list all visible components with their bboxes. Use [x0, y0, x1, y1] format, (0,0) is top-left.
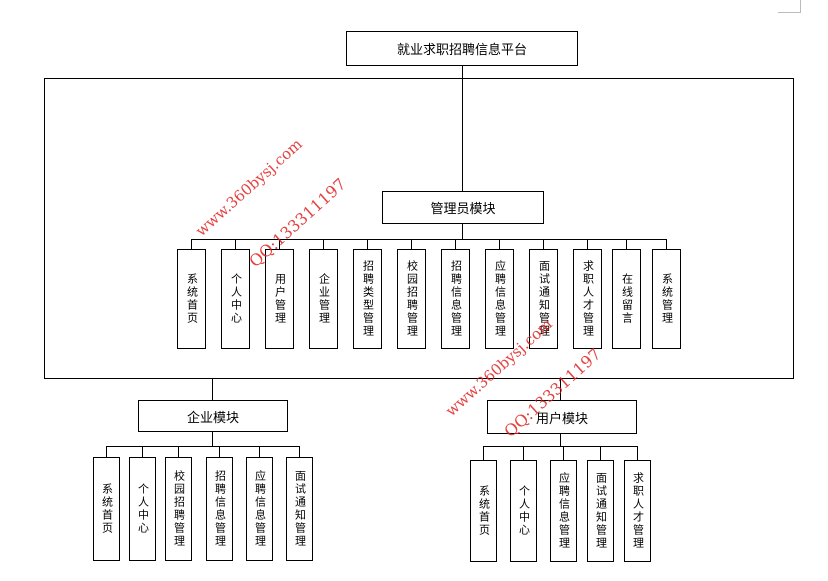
connector-admin-child [235, 239, 236, 249]
admin-child-label: 企业管理 [317, 273, 331, 325]
company-child-label: 系统首页 [100, 483, 114, 535]
company-child-node: 面试通知管理 [286, 457, 313, 561]
admin-child-label: 求职人才管理 [581, 260, 595, 338]
company-child-node: 应聘信息管理 [246, 457, 273, 561]
user-child-node: 求职人才管理 [624, 460, 651, 562]
admin-child-label: 招聘类型管理 [361, 260, 375, 338]
user-child-label: 求职人才管理 [631, 472, 645, 550]
user-child-label: 个人中心 [517, 485, 531, 537]
root-label: 就业求职招聘信息平台 [396, 43, 527, 58]
company-child-label: 校园招聘管理 [172, 470, 186, 548]
connector-user-child [483, 446, 484, 460]
user-child-node: 个人中心 [510, 460, 537, 562]
connector-admin-child [411, 239, 412, 249]
company-module-label: 企业模块 [186, 410, 239, 426]
company-module-node: 企业模块 [138, 400, 288, 432]
connector-admin-child [499, 239, 500, 249]
admin-child-label: 用户管理 [273, 273, 287, 325]
connector-admin-bus [191, 239, 667, 240]
root-node: 就业求职招聘信息平台 [346, 31, 578, 66]
company-child-node: 招聘信息管理 [206, 457, 233, 561]
connector-admin-child [587, 239, 588, 249]
admin-child-node: 面试通知管理 [529, 249, 558, 349]
company-child-label: 招聘信息管理 [213, 470, 227, 548]
company-child-label: 应聘信息管理 [253, 470, 267, 548]
admin-child-node: 校园招聘管理 [397, 249, 426, 349]
connector-company-down [212, 432, 213, 446]
connector-admin-child [279, 239, 280, 249]
connector-admin-child [323, 239, 324, 249]
user-child-node: 应聘信息管理 [550, 460, 577, 562]
company-child-node: 系统首页 [93, 457, 120, 561]
admin-child-label: 个人中心 [229, 273, 243, 325]
user-child-label: 系统首页 [477, 485, 491, 537]
admin-child-label: 招聘信息管理 [449, 260, 463, 338]
admin-child-node: 求职人才管理 [573, 249, 602, 349]
connector-company-child [299, 446, 300, 457]
connector-admin-child [367, 239, 368, 249]
connector-user-child [523, 446, 524, 460]
connector-user-child [637, 446, 638, 460]
admin-child-label: 在线留言 [620, 273, 634, 325]
company-child-label: 面试通知管理 [293, 470, 307, 548]
page-corner-horizontal [778, 12, 800, 13]
user-module-label: 用户模块 [535, 411, 588, 427]
admin-child-node: 在线留言 [612, 249, 641, 349]
admin-module-node: 管理员模块 [382, 191, 544, 224]
admin-child-node: 招聘类型管理 [353, 249, 382, 349]
connector-company-child [106, 446, 107, 457]
user-child-label: 应聘信息管理 [557, 472, 571, 550]
admin-child-label: 系统首页 [185, 273, 199, 325]
admin-child-label: 校园招聘管理 [405, 260, 419, 338]
admin-child-node: 系统管理 [652, 249, 681, 349]
connector-company-child [142, 446, 143, 457]
connector-admin-child [666, 239, 667, 249]
company-child-node: 个人中心 [129, 457, 156, 561]
admin-module-frame [44, 78, 794, 379]
connector-company-child [219, 446, 220, 457]
admin-child-label: 面试通知管理 [537, 260, 551, 338]
admin-child-node: 应聘信息管理 [485, 249, 514, 349]
page-corner-vertical [800, 0, 801, 13]
connector-user-bus [483, 446, 638, 447]
connector-company-child [259, 446, 260, 457]
admin-child-label: 应聘信息管理 [493, 260, 507, 338]
user-module-node: 用户模块 [487, 400, 637, 434]
company-child-node: 校园招聘管理 [165, 457, 192, 561]
connector-admin-child [191, 239, 192, 249]
connector-user-child [563, 446, 564, 460]
user-child-node: 面试通知管理 [587, 460, 614, 562]
admin-module-label: 管理员模块 [430, 202, 496, 217]
admin-child-node: 用户管理 [265, 249, 294, 349]
connector-user-child [600, 446, 601, 460]
admin-child-node: 个人中心 [221, 249, 250, 349]
connector-admin-child [626, 239, 627, 249]
connector-admin-child [543, 239, 544, 249]
connector-frame-company [212, 379, 213, 400]
user-child-label: 面试通知管理 [594, 472, 608, 550]
connector-admin-child [455, 239, 456, 249]
admin-child-node: 企业管理 [309, 249, 338, 349]
connector-root-admin [462, 66, 463, 191]
admin-child-node: 招聘信息管理 [441, 249, 470, 349]
user-child-node: 系统首页 [470, 460, 497, 562]
connector-company-bus [106, 446, 300, 447]
admin-child-label: 系统管理 [660, 273, 674, 325]
admin-child-node: 系统首页 [177, 249, 206, 349]
connector-admin-down [462, 224, 463, 239]
connector-frame-user [560, 379, 561, 400]
connector-user-down [560, 434, 561, 446]
connector-company-child [178, 446, 179, 457]
company-child-label: 个人中心 [136, 483, 150, 535]
